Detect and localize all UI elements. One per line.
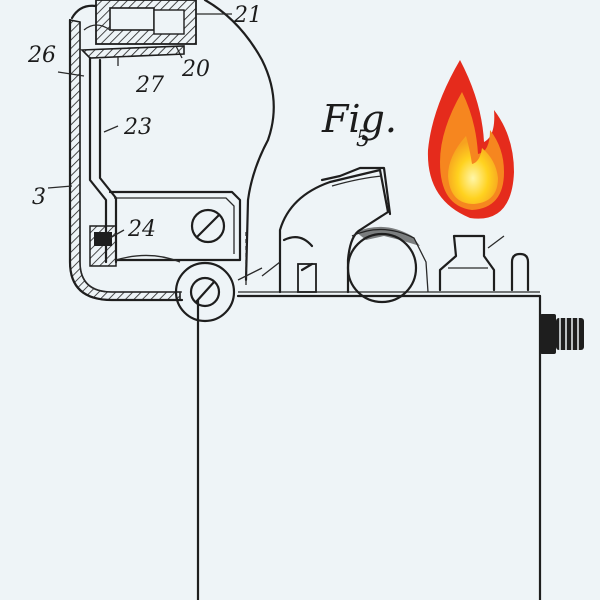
flame-icon: [427, 60, 514, 219]
figure-number: 5: [356, 127, 370, 152]
label-26: 26: [27, 43, 56, 68]
label-27: 27: [135, 73, 164, 98]
lighter-body: [196, 291, 542, 600]
thumbwheel-icon: [346, 226, 429, 304]
side-wheel: [540, 314, 584, 354]
lid-plate: [108, 190, 242, 263]
screw-icon: [196, 214, 220, 238]
mechanism: [237, 166, 530, 304]
top-cap: [70, 0, 232, 59]
screw-icon: [194, 280, 216, 304]
figure-caption: Fig. 5: [321, 97, 397, 152]
label-3: 3: [32, 185, 46, 210]
label-21: 21: [233, 3, 262, 28]
lighter-lid: [68, 0, 275, 302]
figure-title: Fig.: [321, 97, 397, 141]
label-24: 24: [127, 217, 156, 242]
hinge: [174, 261, 236, 323]
label-23: 23: [123, 115, 152, 140]
label-20: 20: [181, 57, 210, 82]
spring-strip: [47, 45, 185, 267]
